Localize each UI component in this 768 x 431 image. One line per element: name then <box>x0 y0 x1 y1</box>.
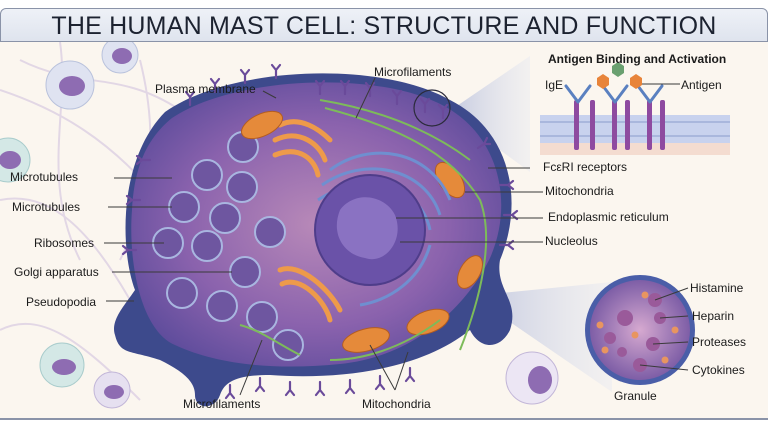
label-cytokines: Cytokines <box>692 363 745 377</box>
label-histamine: Histamine <box>690 281 744 295</box>
background-cell <box>101 42 139 74</box>
label-heparin: Heparin <box>692 309 735 323</box>
label-mitochondria-right: Mitochondria <box>545 184 614 198</box>
granule-inset <box>585 275 695 385</box>
background-cell <box>45 60 95 110</box>
diagram-title: THE HUMAN MAST CELL: STRUCTURE AND FUNCT… <box>51 12 717 40</box>
label-microtubules-1: Microtubules <box>10 170 79 184</box>
label-fceri-receptors: FcεRI receptors <box>543 160 628 174</box>
label-proteases: Proteases <box>692 335 747 349</box>
illustration-panel: Microtubules Microtubules Ribosomes Golg… <box>0 42 768 420</box>
label-endoplasmic-reticulum: Endoplasmic reticulum <box>548 210 669 224</box>
illustration-svg <box>0 42 730 409</box>
title-bar: THE HUMAN MAST CELL: STRUCTURE AND FUNCT… <box>0 8 768 42</box>
label-golgi-apparatus: Golgi apparatus <box>14 265 99 279</box>
label-nucleolus: Nucleolus <box>545 234 598 248</box>
microfilaments <box>239 99 488 361</box>
receptor-callout-circle <box>413 89 451 127</box>
label-microfilaments-bottom: Microfilaments <box>183 397 261 411</box>
golgi-apparatus <box>272 119 343 323</box>
label-ige: IgE <box>545 78 564 92</box>
label-microtubules-2: Microtubules <box>12 200 81 214</box>
background-cell <box>505 351 559 405</box>
antigen-inset-title: Antigen Binding and Activation <box>548 52 727 66</box>
receptors <box>121 63 519 400</box>
label-plasma-membrane: Plasma membrane <box>155 82 256 96</box>
mitochondria <box>241 110 483 353</box>
antigen-inset <box>540 62 730 155</box>
label-mitochondria-bottom: Mitochondria <box>362 397 431 411</box>
cytoplasmic-granules <box>152 131 304 361</box>
nucleus <box>314 174 426 286</box>
label-antigen: Antigen <box>681 78 722 92</box>
background-cell <box>39 342 85 388</box>
label-ribosomes: Ribosomes <box>34 236 95 250</box>
antigen-zoom-beam <box>448 56 530 172</box>
background-cell <box>93 371 131 409</box>
leader-lines <box>104 77 543 396</box>
granule-caption: Granule <box>614 389 657 403</box>
label-pseudopodia: Pseudopodia <box>26 295 97 309</box>
label-microfilaments-top: Microfilaments <box>374 65 452 79</box>
background-cell <box>0 137 31 183</box>
